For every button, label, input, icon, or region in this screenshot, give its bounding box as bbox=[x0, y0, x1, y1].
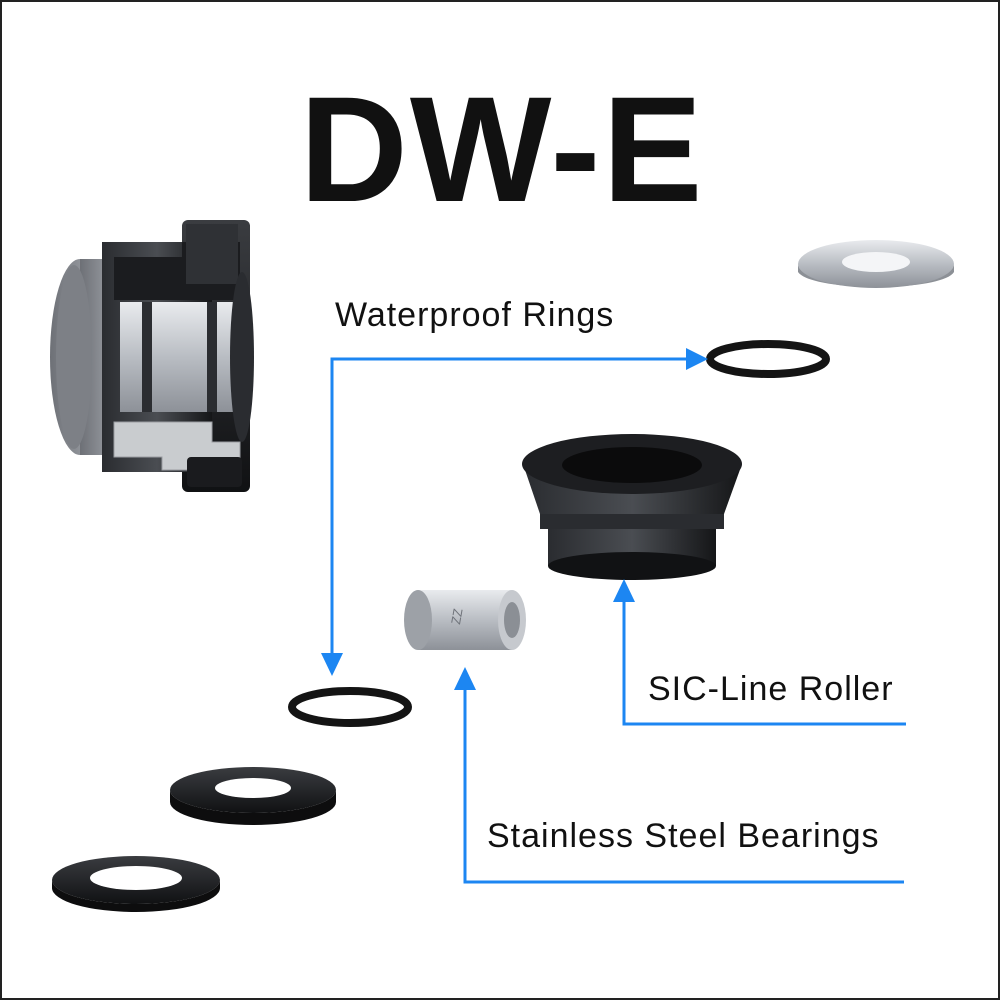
bearing-marking: ZZ bbox=[448, 607, 466, 625]
label-sic-line-roller: SIC-Line Roller bbox=[648, 670, 894, 709]
arrowhead-to-top-ring bbox=[686, 348, 708, 370]
sic-line-roller-part bbox=[522, 434, 742, 580]
waterproof-ring-bottom bbox=[292, 691, 408, 723]
stainless-bearing-part: ZZ bbox=[404, 590, 526, 650]
assembled-roller-cutaway bbox=[50, 220, 254, 492]
black-washer-bottom bbox=[52, 856, 220, 912]
label-stainless-steel-bearings: Stainless Steel Bearings bbox=[487, 817, 880, 856]
black-washer-middle bbox=[170, 767, 336, 825]
metal-washer-top bbox=[798, 240, 954, 288]
arrowhead-to-bearing bbox=[454, 667, 476, 690]
waterproof-ring-top bbox=[710, 344, 826, 374]
product-title: DW-E bbox=[2, 74, 1000, 224]
arrowhead-to-bottom-ring bbox=[321, 653, 343, 676]
label-waterproof-rings: Waterproof Rings bbox=[335, 296, 614, 335]
arrowhead-to-roller bbox=[613, 579, 635, 602]
